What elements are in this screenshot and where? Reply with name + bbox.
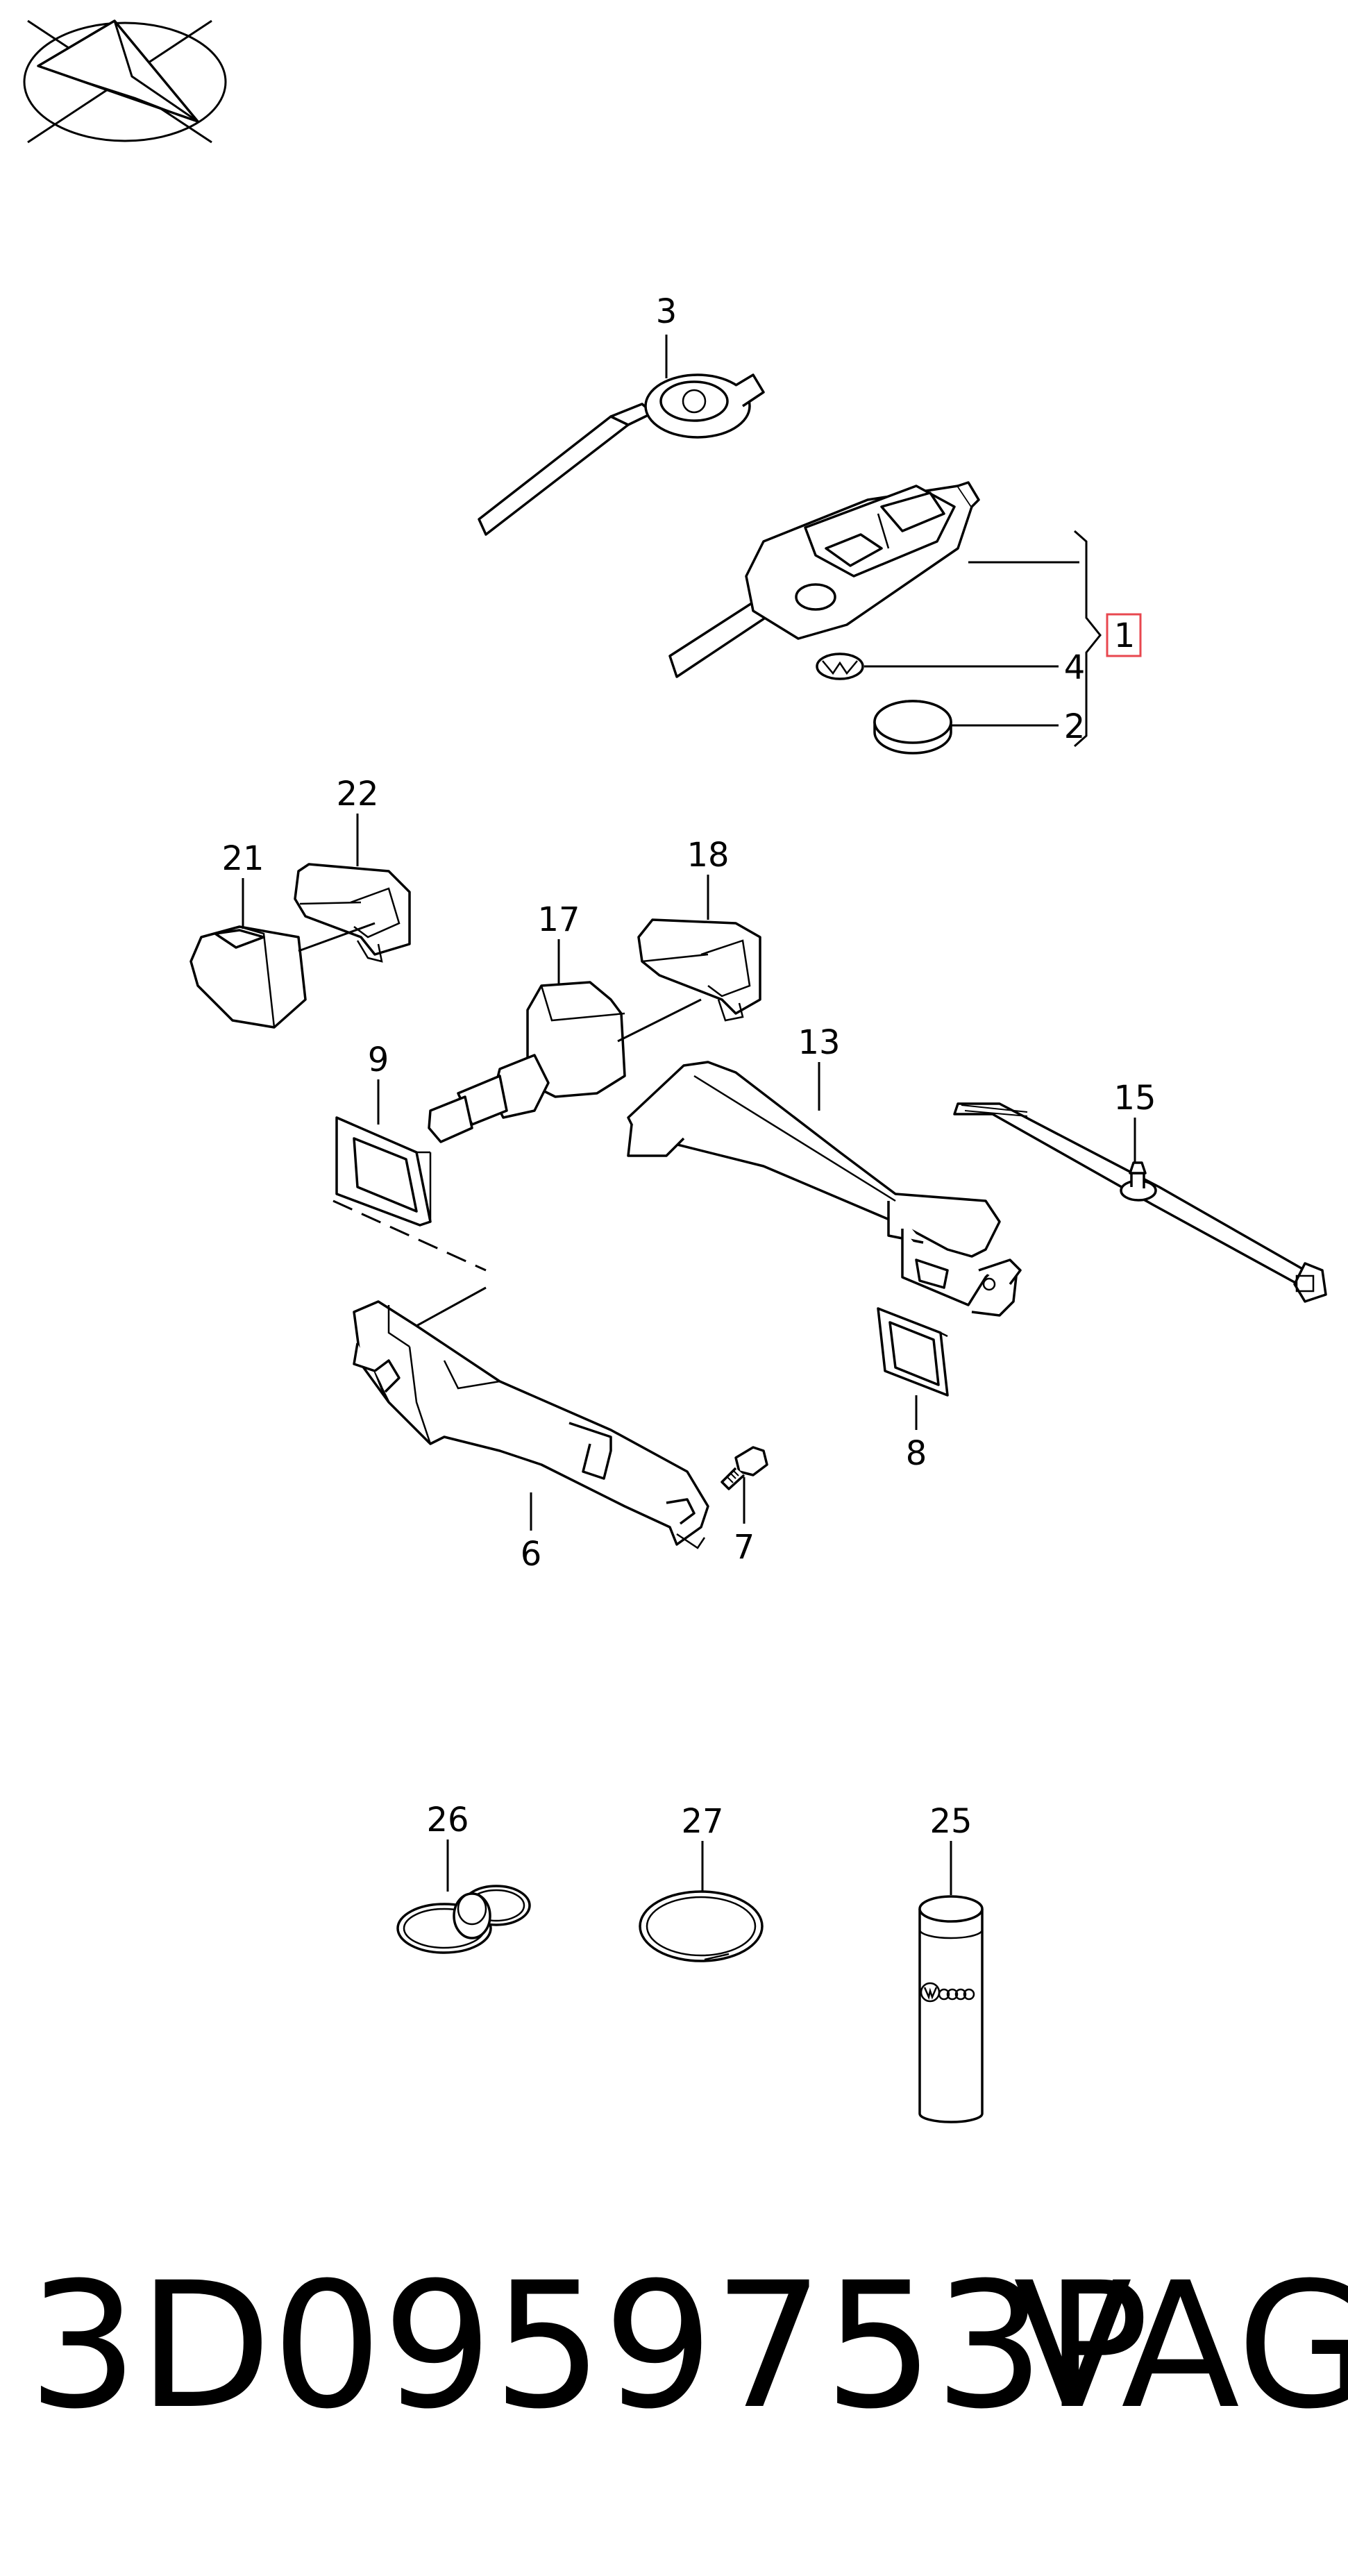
part-1-remote-key [668,481,980,678]
highlight-box-1 [1106,613,1142,657]
part-21-lock-cap [189,925,307,1029]
callout-22[interactable]: 22 [336,775,378,814]
callout-7[interactable]: 7 [734,1528,755,1567]
part-17-lock-cylinder [428,981,702,1143]
part-27-ring [639,1890,764,1962]
part-8-gasket [877,1307,949,1397]
callout-18[interactable]: 18 [686,836,729,875]
bracket-1 [864,530,1142,748]
callout-13[interactable]: 13 [798,1023,840,1062]
leader-lines [242,335,1136,1895]
callout-1[interactable]: 1 [1114,616,1136,655]
part-3-key-blade [478,373,765,536]
part-25-grease-tube [918,1895,984,2123]
part-9-gasket [335,1116,432,1227]
part-13-door-handle [627,1061,1022,1317]
part-2-battery [873,700,952,755]
brand-label: VAG [1013,2245,1348,2447]
callout-25[interactable]: 25 [929,1802,972,1841]
part-number: 3D0959753P [28,2245,1149,2447]
callout-27[interactable]: 27 [681,1802,723,1841]
callout-8[interactable]: 8 [906,1434,927,1473]
paper-plane-logo-icon [23,19,227,144]
part-26-o-rings [396,1885,531,1954]
part-4-emblem [816,653,864,680]
part-22-end-cap [294,863,411,963]
part-18-cover [637,918,761,1022]
callout-2[interactable]: 2 [1064,707,1086,746]
part-6-handle-carrier [353,1300,709,1549]
callout-17[interactable]: 17 [537,900,580,939]
callout-26[interactable]: 26 [426,1801,469,1840]
callout-4[interactable]: 4 [1064,648,1086,687]
callout-3[interactable]: 3 [656,292,677,331]
callout-15[interactable]: 15 [1113,1079,1156,1118]
callout-6[interactable]: 6 [521,1535,542,1574]
part-7-bolt [721,1446,768,1490]
callout-9[interactable]: 9 [368,1041,389,1079]
callout-21[interactable]: 21 [221,839,264,878]
footer: 3D0959753P VAG [0,2242,1348,2450]
part-15-cable-tie [953,1102,1327,1303]
